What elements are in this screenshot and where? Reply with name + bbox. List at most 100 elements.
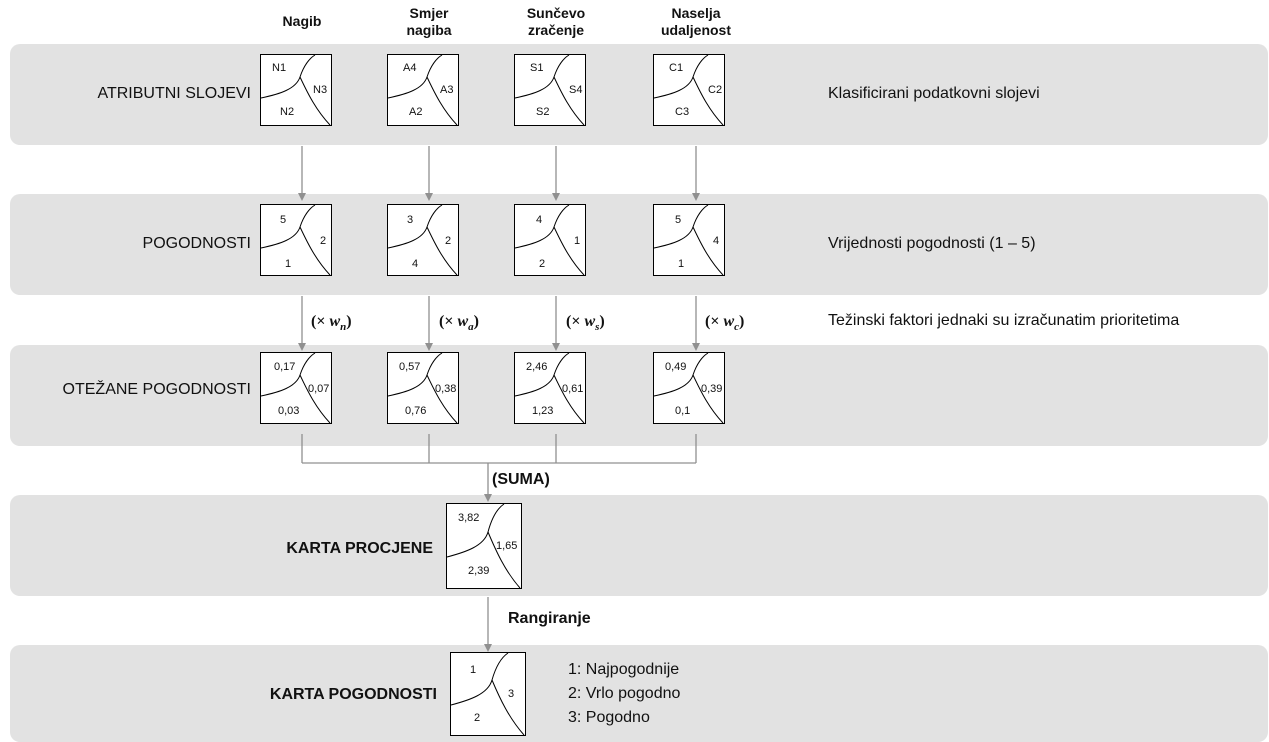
cell-weighted: 0,17 — [274, 361, 296, 373]
cell-suit: 4 — [713, 235, 720, 247]
weight-text: (× — [566, 313, 585, 330]
band-attribute-layers — [10, 44, 1268, 145]
weight-text: c — [734, 321, 740, 334]
weight-text: ) — [599, 313, 605, 330]
cell-c3: C3 — [675, 106, 690, 118]
weight-label-a: (× wa) — [439, 313, 479, 333]
row-label-attribute-layers: ATRIBUTNI SLOJEVI — [97, 85, 251, 102]
ranking-label: Rangiranje — [508, 610, 591, 627]
cell-weighted: 0,61 — [562, 383, 584, 395]
map-box-attr-aspect: A4 A3 A2 — [387, 54, 459, 126]
weight-text: (× — [439, 313, 458, 330]
row-label-suitability-map: KARTA POGODNOSTI — [269, 686, 437, 703]
cell-assessment: 1,65 — [496, 540, 518, 552]
map-box-suit-settlement: 5 4 1 — [653, 204, 725, 276]
map-box-suit-slope: 5 2 1 — [260, 204, 332, 276]
cell-weighted: 0,03 — [278, 405, 300, 417]
weight-text: w — [584, 313, 596, 330]
map-box-weighted-solar: 2,46 0,61 1,23 — [514, 352, 586, 424]
cell-n2: N2 — [280, 106, 295, 118]
map-box-attr-solar: S1 S4 S2 — [514, 54, 586, 126]
map-box-weighted-settlement: 0,49 0,39 0,1 — [653, 352, 725, 424]
desc-weight-factors: Težinski faktori jednaki su izračunatim … — [828, 312, 1180, 329]
weight-text: w — [457, 313, 469, 330]
cell-weighted: 0,57 — [399, 361, 421, 373]
cell-suit: 5 — [280, 214, 287, 226]
cell-n1: N1 — [272, 62, 287, 74]
weight-text: (× — [705, 313, 724, 330]
row-label-assessment-map: KARTA PROCJENE — [286, 540, 433, 557]
cell-a3: A3 — [440, 84, 454, 96]
legend-item: 1: Najpogodnije — [568, 661, 680, 678]
weight-text: w — [723, 313, 735, 330]
cell-weighted: 0,1 — [675, 405, 691, 417]
cell-weighted: 0,76 — [405, 405, 427, 417]
map-box-suit-aspect: 3 2 4 — [387, 204, 459, 276]
cell-suit: 2 — [445, 235, 452, 247]
cell-weighted: 0,49 — [665, 361, 687, 373]
map-box-weighted-aspect: 0,57 0,38 0,76 — [387, 352, 459, 424]
cell-suit: 3 — [407, 214, 414, 226]
map-box-assessment: 3,82 1,65 2,39 — [446, 503, 522, 589]
cell-suit: 5 — [675, 214, 682, 226]
map-box-final: 1 3 2 — [450, 652, 526, 736]
cell-weighted: 0,38 — [435, 383, 457, 395]
cell-final: 1 — [470, 664, 477, 676]
cell-a4: A4 — [403, 62, 417, 74]
cell-weighted: 2,46 — [526, 361, 548, 373]
weight-text: a — [468, 321, 474, 334]
cell-suit: 1 — [574, 235, 581, 247]
cell-assessment: 3,82 — [458, 512, 480, 524]
band-suitability-map — [10, 645, 1268, 742]
desc-classified-layers: Klasificirani podatkovni slojevi — [828, 85, 1040, 102]
band-weighted-suitability — [10, 345, 1268, 446]
band-suitability — [10, 194, 1268, 295]
cell-suit: 4 — [536, 214, 543, 226]
weight-text: ) — [346, 313, 352, 330]
map-box-weighted-slope: 0,17 0,07 0,03 — [260, 352, 332, 424]
row-label-suitability: POGODNOSTI — [142, 235, 251, 252]
weight-text: ) — [473, 313, 479, 330]
weight-label-n: (× wn) — [311, 313, 352, 333]
legend: 1: Najpogodnije 2: Vrlo pogodno 3: Pogod… — [568, 658, 680, 730]
weight-text: n — [340, 321, 347, 334]
cell-s1: S1 — [530, 62, 544, 74]
weight-label-s: (× ws) — [566, 313, 605, 333]
cell-weighted: 1,23 — [532, 405, 554, 417]
cell-c1: C1 — [669, 62, 684, 74]
cell-a2: A2 — [409, 106, 423, 118]
band-assessment-map — [10, 495, 1268, 596]
col-header-slope: Nagib — [282, 13, 322, 29]
map-box-attr-slope: N1 N3 N2 — [260, 54, 332, 126]
weight-text: s — [595, 321, 600, 334]
cell-suit: 2 — [539, 258, 546, 270]
legend-item: 3: Pogodno — [568, 709, 650, 726]
desc-suitability-values: Vrijednosti pogodnosti (1 – 5) — [828, 235, 1036, 252]
weight-text: (× — [311, 313, 330, 330]
row-label-weighted-suitability: OTEŽANE POGODNOSTI — [62, 381, 251, 398]
legend-item: 2: Vrlo pogodno — [568, 685, 681, 702]
cell-final: 2 — [474, 712, 481, 724]
weight-text: ) — [739, 313, 745, 330]
cell-suit: 1 — [285, 258, 292, 270]
cell-suit: 2 — [320, 235, 327, 247]
map-box-suit-solar: 4 1 2 — [514, 204, 586, 276]
cell-suit: 1 — [678, 258, 685, 270]
cell-final: 3 — [508, 688, 515, 700]
cell-suit: 4 — [412, 258, 419, 270]
cell-s2: S2 — [536, 106, 550, 118]
weight-text: w — [329, 313, 341, 330]
cell-weighted: 0,39 — [701, 383, 723, 395]
sum-label: (SUMA) — [492, 471, 550, 488]
cell-assessment: 2,39 — [468, 565, 490, 577]
map-box-attr-settlement: C1 C2 C3 — [653, 54, 725, 126]
weight-label-c: (× wc) — [705, 313, 744, 333]
cell-c2: C2 — [708, 84, 723, 96]
cell-n3: N3 — [313, 84, 328, 96]
cell-weighted: 0,07 — [308, 383, 330, 395]
cell-s4: S4 — [569, 84, 583, 96]
